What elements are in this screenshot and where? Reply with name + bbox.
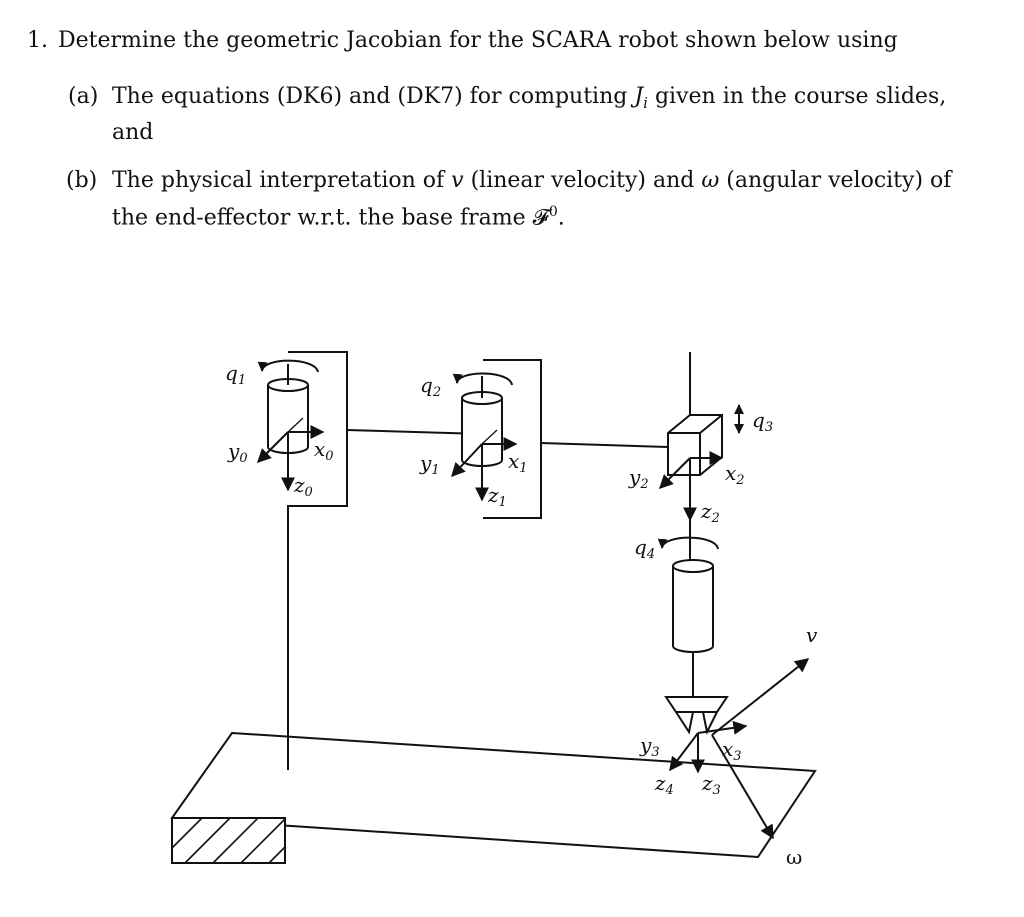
label-q2: q2	[420, 373, 441, 400]
linear-velocity-arrow	[711, 658, 810, 736]
base-hatched-block	[171, 817, 286, 864]
label-x2: x2	[725, 461, 745, 488]
part-b-text2-post: .	[557, 205, 565, 231]
link-2	[540, 442, 669, 448]
part-b-line-2: the end-effector w.r.t. the base frame 𝓕…	[112, 204, 565, 230]
label-y2: y2	[628, 465, 649, 492]
label-y1: y1	[419, 451, 440, 478]
part-a-label: (a)	[68, 84, 99, 109]
label-z1: z1	[487, 483, 507, 510]
frame3-axes	[669, 720, 748, 774]
base-platform	[170, 731, 817, 859]
label-q4: q4	[634, 535, 655, 562]
part-b-label: (b)	[66, 168, 98, 193]
frame-superscript: 0	[548, 204, 558, 220]
angular-velocity-arrow	[711, 734, 774, 840]
part-b-text2-pre: the end-effector w.r.t. the base frame	[112, 205, 533, 231]
part-b-text-post: (angular velocity) of	[719, 168, 952, 193]
gripper	[664, 696, 729, 736]
label-y3: y3	[639, 733, 660, 760]
figure-labels: q1 y0 x0 z0 q2 y1 x1 z1 q3 y2 x2 z2 q4 y…	[225, 361, 818, 869]
jacobian-symbol: J	[634, 84, 644, 109]
label-x1: x1	[508, 449, 528, 476]
frame2-axes	[659, 451, 724, 522]
joint1-rotation-arrow	[257, 359, 319, 373]
joint2-rotation-arrow	[452, 372, 513, 386]
part-a-line-1: The equations (DK6) and (DK7) for comput…	[112, 84, 946, 113]
label-z4: z4	[654, 771, 674, 798]
label-q1: q1	[225, 361, 246, 388]
label-z2: z2	[700, 499, 720, 526]
problem-number: 1.	[27, 28, 48, 53]
label-q3: q3	[752, 408, 773, 435]
omega-symbol: ω	[701, 168, 720, 193]
label-y0: y0	[227, 439, 248, 466]
part-a-text-pre: The equations (DK6) and (DK7) for comput…	[112, 84, 635, 109]
part-b-line-1: The physical interpretation of v (linear…	[112, 168, 951, 193]
joint4-rotation-arrow	[657, 536, 719, 550]
label-omega: ω	[786, 845, 802, 869]
joint4-cylinder	[672, 559, 714, 653]
label-z3: z3	[701, 771, 721, 798]
part-a-text-post: given in the course slides,	[647, 84, 947, 109]
part-b-text-pre: The physical interpretation of	[112, 168, 452, 193]
problem-stem: Determine the geometric Jacobian for the…	[58, 28, 898, 53]
part-a-line-2: and	[112, 120, 154, 145]
frame1-axes	[451, 429, 518, 502]
label-v: v	[806, 623, 818, 647]
v-symbol: v	[451, 168, 464, 193]
base-hatching	[171, 817, 286, 864]
label-x3: x3	[722, 737, 742, 764]
joint3-cube	[667, 414, 723, 476]
part-b-text-mid: (linear velocity) and	[463, 168, 702, 193]
frame0-axes	[257, 417, 325, 492]
link-1	[346, 429, 484, 435]
label-z0: z0	[293, 473, 313, 500]
jacobian-subscript: i	[643, 94, 648, 113]
label-x0: x0	[314, 437, 334, 464]
frame-symbol: 𝓕	[532, 205, 549, 231]
